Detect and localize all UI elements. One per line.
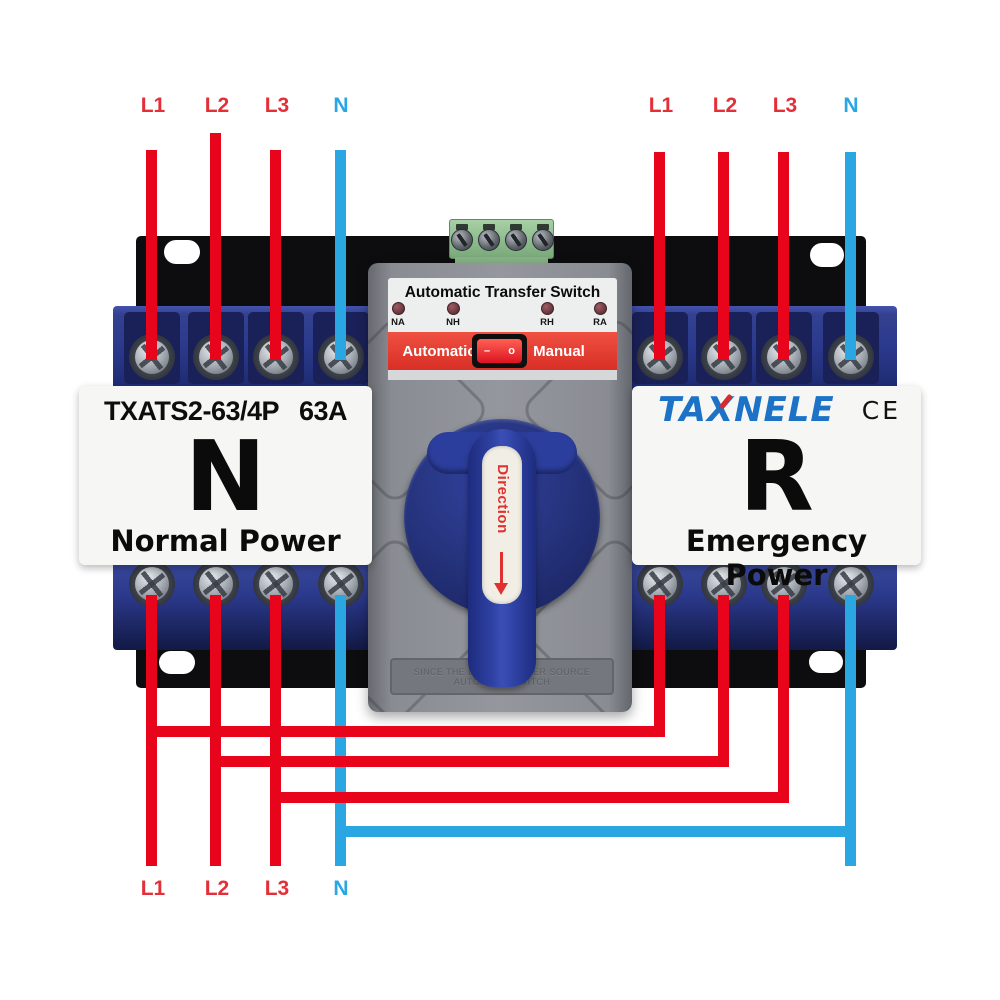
wire-top-right-l3 — [778, 152, 789, 360]
wire-bottom-right-n — [845, 595, 856, 866]
label-top-left-n: N — [333, 94, 349, 117]
label-top-left-l2: L2 — [204, 94, 230, 117]
wire-top-left-l2 — [210, 133, 221, 360]
wire-top-left-n — [335, 150, 346, 360]
terminal-screw — [761, 561, 807, 607]
current-rating: 63A — [299, 396, 348, 426]
mounting-hole-top-right — [810, 243, 844, 267]
led-label-na: NA — [391, 317, 405, 328]
wire-top-left-l1 — [146, 150, 157, 360]
wire-top-right-n — [845, 152, 856, 360]
emergency-letter: R — [739, 420, 814, 533]
normal-caption: Normal Power — [110, 524, 341, 558]
aux-terminal-slot — [456, 224, 468, 230]
led-ra-indicator — [594, 302, 607, 315]
control-panel-strip — [388, 370, 617, 380]
wire-bus-l3 — [270, 792, 789, 803]
brand-logo: TAXNELE — [658, 390, 835, 430]
aux-terminal-slot — [510, 224, 522, 230]
control-panel: Automatic Transfer Switch NA NH RH RA — [388, 278, 617, 332]
emergency-power-label: TAXNELE CE R Emergency Power — [632, 386, 921, 592]
terminal-screw — [828, 561, 874, 607]
label-top-right-l2: L2 — [712, 94, 738, 117]
led-label-nh: NH — [446, 317, 460, 328]
label-top-left-l3: L3 — [264, 94, 290, 117]
led-label-rh: RH — [540, 317, 554, 328]
mode-label-automatic: Automatic — [402, 343, 476, 360]
wire-bus-l1 — [146, 726, 665, 737]
direction-sticker: Direction — [482, 446, 522, 604]
mode-select-band: Automatic Manual – o — [388, 332, 617, 370]
normal-letter: N — [184, 420, 267, 533]
wire-top-right-l2 — [718, 152, 729, 360]
wire-top-right-l1 — [654, 152, 665, 360]
aux-terminal-screw — [532, 229, 554, 251]
mode-rocker-switch: – o — [472, 334, 527, 368]
label-bottom-l3: L3 — [264, 877, 290, 900]
terminal-screw — [193, 561, 239, 607]
led-nh-indicator — [447, 302, 460, 315]
rocker-off-symbol: o — [508, 345, 515, 357]
direction-arrow-icon — [500, 552, 503, 584]
label-top-right-l1: L1 — [648, 94, 674, 117]
wire-bottom-right-l3 — [778, 595, 789, 803]
mounting-hole-bottom-left — [159, 651, 195, 674]
aux-terminal-slot — [483, 224, 495, 230]
led-rh-indicator — [541, 302, 554, 315]
aux-terminal-screw — [451, 229, 473, 251]
wire-bottom-right-l2 — [718, 595, 729, 767]
terminal-screw — [318, 561, 364, 607]
mode-rocker-button: – o — [477, 339, 522, 363]
mounting-hole-bottom-right — [809, 651, 843, 673]
wire-bus-n — [335, 826, 856, 837]
mounting-hole-top-left — [164, 240, 200, 264]
control-panel-title: Automatic Transfer Switch — [404, 284, 601, 301]
emergency-caption: Emergency Power — [685, 524, 868, 592]
label-top-right-n: N — [843, 94, 859, 117]
model-number: TXATS2-63/4P — [103, 396, 280, 426]
label-bottom-l2: L2 — [204, 877, 230, 900]
label-bottom-n: N — [333, 877, 349, 900]
model-row: TXATS2-63/4P 63A — [79, 396, 372, 427]
label-top-right-l3: L3 — [772, 94, 798, 117]
label-bottom-l1: L1 — [140, 877, 166, 900]
label-top-left-l1: L1 — [140, 94, 166, 117]
normal-power-label: TXATS2-63/4P 63A N Normal Power — [79, 386, 372, 565]
rocker-on-symbol: – — [484, 345, 491, 357]
aux-terminal-screw — [478, 229, 500, 251]
direction-arrowhead-icon — [494, 583, 508, 595]
wire-top-left-l3 — [270, 150, 281, 360]
direction-text: Direction — [494, 464, 511, 534]
mode-label-manual: Manual — [533, 343, 585, 360]
aux-terminal-screw — [505, 229, 527, 251]
wire-bus-l2 — [210, 756, 729, 767]
led-label-ra: RA — [593, 317, 607, 328]
ats-center-module: SINCE THE DOUBLE POWER SOURCE AUTOMATIC … — [368, 263, 632, 712]
wire-bottom-right-l1 — [654, 595, 665, 737]
ce-mark: CE — [861, 396, 901, 425]
led-na-indicator — [392, 302, 405, 315]
aux-terminal-slot — [537, 224, 549, 230]
